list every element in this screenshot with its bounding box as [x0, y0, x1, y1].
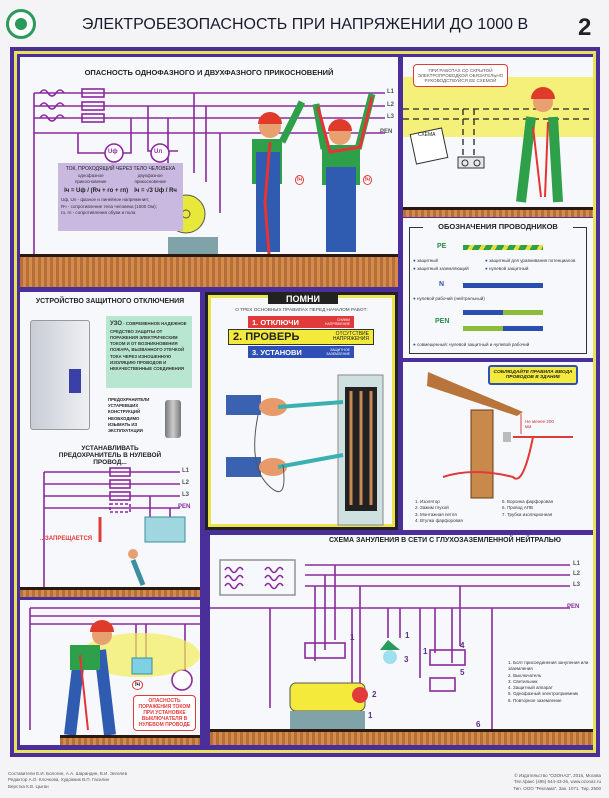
- wire-entry-illustration: [427, 372, 573, 499]
- wire-entry-panel: СОБЛЮДАЙТЕ ПРАВИЛА ВВОДА ПРОВОДОВ В ЗДАН…: [403, 362, 593, 530]
- switch-neutral-panel: Iч ОПАСНОСТЬ ПОРАЖЕНИЯ ТОКОМ ПРИ УСТАНОВ…: [20, 600, 200, 745]
- current-label: Iч: [295, 175, 305, 185]
- page-title: ЭЛЕКТРОБЕЗОПАСНОСТЬ ПРИ НАПРЯЖЕНИИ ДО 10…: [81, 16, 529, 33]
- pen-wire: [463, 310, 543, 315]
- zeroing-title: СХЕМА ЗАНУЛЕНИЯ В СЕТИ С ГЛУХОЗАЗЕМЛЕННО…: [329, 537, 561, 544]
- hidden-wiring-warning: ПРИ РАБОТАХ СО СКРЫТОЙ ЭЛЕКТРОПРОВОДКОЙ …: [413, 64, 508, 87]
- old-fuse-image: [165, 400, 181, 438]
- line-voltmeter-label: Uл: [154, 149, 163, 155]
- zeroing-legend: 1. Болт присоединения зануления или зазе…: [508, 660, 589, 703]
- pen-wire: [463, 326, 543, 331]
- zeroing-diagram: [210, 559, 570, 737]
- pe-label: PE: [437, 243, 447, 250]
- body-current-formula-box: ТОК, ПРОХОДЯЩИЙ ЧЕРЕЗ ТЕЛО ЧЕЛОВЕКА одно…: [58, 163, 183, 231]
- touch-wiring-diagram: [33, 88, 385, 269]
- publisher-logo: [6, 9, 36, 39]
- credits: Составители Е.И. Бологин, А.А. Шарандин,…: [8, 771, 127, 789]
- n-wire: [463, 283, 543, 288]
- fuse-neutral-title: УСТАНАВЛИВАТЬ ПРЕДОХРАНИТЕЛЬ В НУЛЕВОЙ П…: [58, 445, 162, 466]
- sheet-number: 2: [578, 14, 592, 41]
- fuse-neutral-diagram: [43, 467, 186, 587]
- phase-voltmeter-label: Uф: [108, 149, 118, 155]
- entry-banner: СОБЛЮДАЙТЕ ПРАВИЛА ВВОДА ПРОВОДОВ В ЗДАН…: [488, 365, 578, 385]
- rcd-title: УСТРОЙСТВО ЗАЩИТНОГО ОТКЛЮЧЕНИЯ: [35, 298, 185, 305]
- line-label-l2: L2: [387, 102, 395, 108]
- distance-note: Не менее 200 мм: [525, 419, 554, 429]
- rcd-panel: УСТРОЙСТВО ЗАЩИТНОГО ОТКЛЮЧЕНИЯ УЗО - СО…: [20, 292, 200, 597]
- switch-neutral-illustration: [29, 607, 200, 736]
- switch-warning: ОПАСНОСТЬ ПОРАЖЕНИЯ ТОКОМ ПРИ УСТАНОВКЕ …: [133, 695, 196, 731]
- current-label: Iч: [132, 680, 144, 690]
- remember-title: ПОМНИ: [268, 295, 338, 304]
- pen-label: PEN: [435, 318, 450, 325]
- conductors-panel: ОБОЗНАЧЕНИЯ ПРОВОДНИКОВ PE защитный защи…: [403, 218, 593, 358]
- touch-danger-title: ОПАСНОСТЬ ОДНОФАЗНОГО И ДВУХФАЗНОГО ПРИК…: [84, 68, 334, 77]
- zeroing-panel: СХЕМА ЗАНУЛЕНИЯ В СЕТИ С ГЛУХОЗАЗЕМЛЕННО…: [210, 535, 593, 745]
- old-fuses-note: ПРЕДОХРАНИТЕЛИ УСТАРЕВШИХ КОНСТРУКЦИЙ НЕ…: [108, 397, 150, 434]
- hidden-wiring-illustration: [403, 87, 593, 203]
- forbidden-label: ...ЗАПРЕЩАЕТСЯ: [40, 536, 93, 542]
- n-label: N: [439, 281, 445, 288]
- remember-subtitle: О ТРЕХ ОСНОВНЫХ ПРАВИЛАХ ПЕРЕД НАЧАЛОМ Р…: [235, 307, 368, 312]
- line-label-l3: L3: [387, 114, 395, 120]
- remember-panel: ПОМНИ О ТРЕХ ОСНОВНЫХ ПРАВИЛАХ ПЕРЕД НАЧ…: [205, 292, 398, 530]
- hidden-wiring-panel: ПРИ РАБОТАХ СО СКРЫТОЙ ЭЛЕКТРОПРОВОДКОЙ …: [403, 57, 593, 217]
- scheme-sign: СХЕМА: [418, 132, 436, 138]
- touch-danger-panel: ОПАСНОСТЬ ОДНОФАЗНОГО И ДВУХФАЗНОГО ПРИК…: [20, 57, 398, 287]
- ground-floor: [20, 254, 398, 287]
- conductors-title: ОБОЗНАЧЕНИЯ ПРОВОДНИКОВ: [423, 222, 573, 231]
- line-label-l1: L1: [387, 89, 395, 95]
- line-label-pen: PEN: [380, 129, 393, 135]
- pe-wire: [463, 245, 543, 250]
- voltage-tester-illustration: [226, 374, 384, 526]
- current-label: Iч: [363, 175, 373, 185]
- rcd-device-image: [30, 320, 90, 430]
- rcd-description: УЗО - СОВРЕМЕННОЕ НАДЕЖНОЕ СРЕДСТВО ЗАЩИ…: [106, 316, 192, 388]
